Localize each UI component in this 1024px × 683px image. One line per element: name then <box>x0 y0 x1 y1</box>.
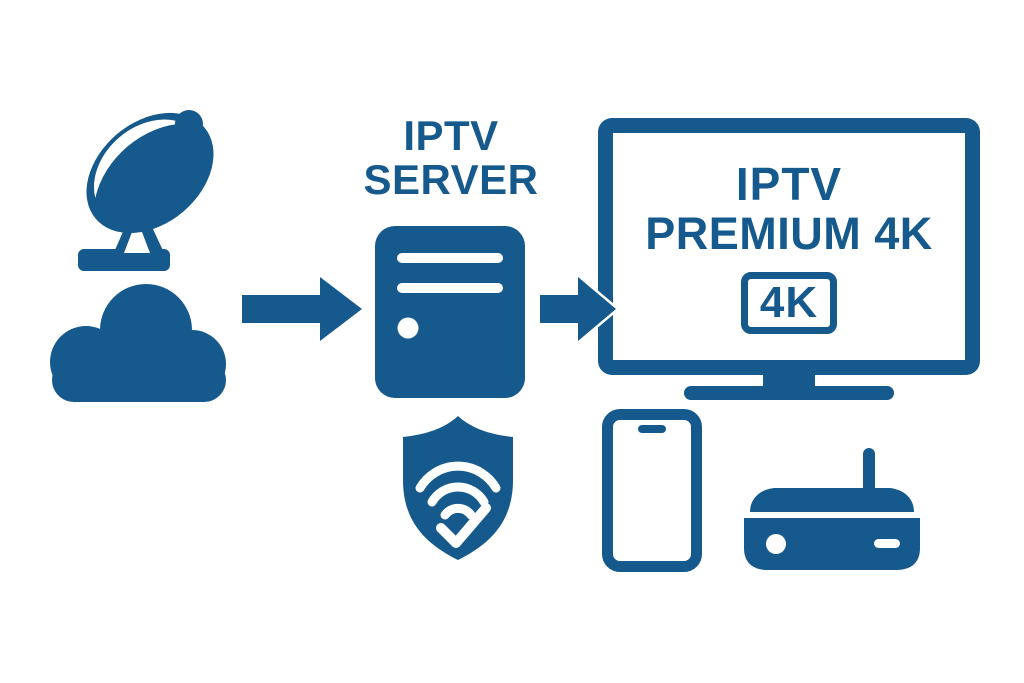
cloud-icon <box>50 284 226 402</box>
tv-4k-badge: 4K <box>740 272 838 334</box>
phone-speaker <box>638 425 666 433</box>
tv-text-premium-4k: PREMIUM 4K <box>645 208 933 259</box>
iptv-server-label-line1: IPTV <box>403 112 499 159</box>
tv-icon: IPTV PREMIUM 4K 4K <box>598 118 980 375</box>
shield-wifi-check-icon <box>403 416 513 560</box>
iptv-server-label-line2: SERVER <box>363 156 539 203</box>
set-top-box-icon <box>744 448 920 570</box>
tv-stand-base <box>684 386 894 400</box>
server-icon <box>375 226 525 398</box>
tv-stand-neck <box>763 373 815 389</box>
tv-screen: IPTV PREMIUM 4K 4K <box>613 133 965 360</box>
arrow-right-icon <box>540 277 618 341</box>
smartphone-icon <box>602 409 702 572</box>
arrow-right-icon <box>242 277 362 341</box>
satellite-dish-icon <box>78 110 214 271</box>
tv-text-iptv: IPTV <box>735 158 843 210</box>
iptv-server-label: IPTV SERVER <box>351 114 551 202</box>
